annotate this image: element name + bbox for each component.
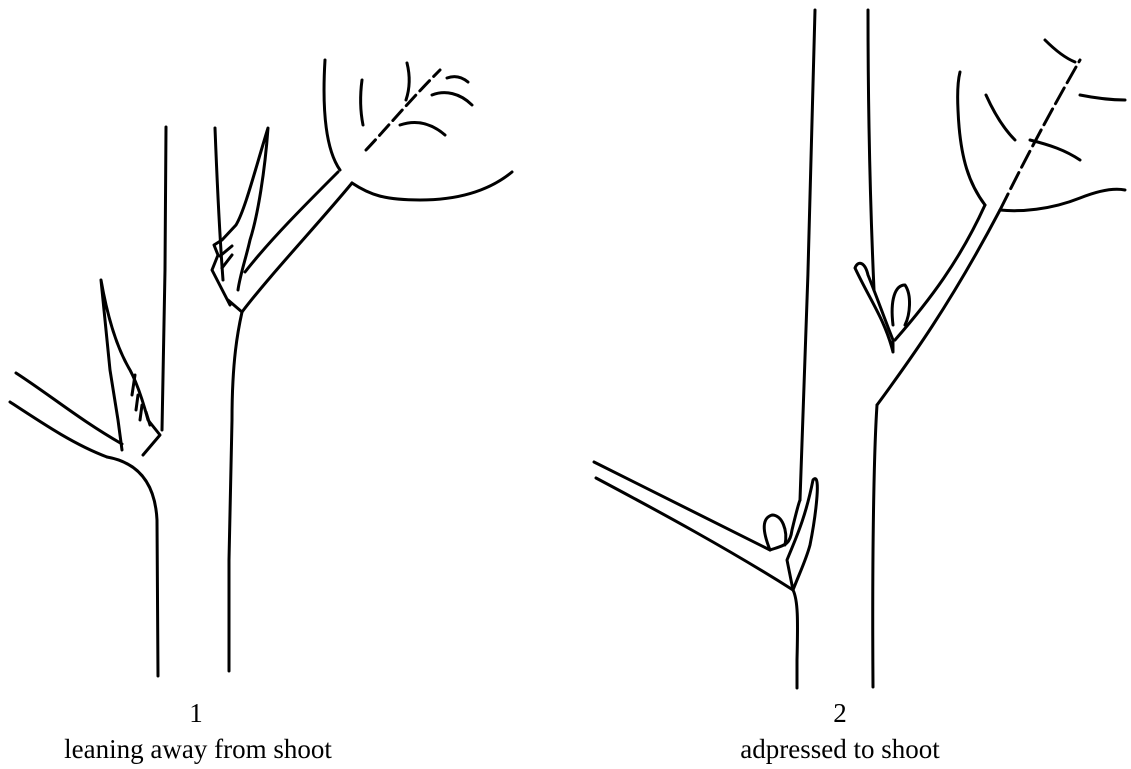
figure-1-number: 1 — [96, 698, 296, 728]
figure-2-caption: adpressed to shoot — [640, 734, 1040, 764]
fig2-leaf-blade — [958, 72, 1125, 211]
fig2-upper-bud — [892, 285, 909, 325]
fig1-leaf-vein-3 — [406, 63, 409, 100]
figure-1-drawing — [10, 60, 512, 676]
figure-1-caption: leaning away from shoot — [8, 734, 388, 764]
figure-2-number: 2 — [740, 698, 940, 728]
fig1-lower-branch-top — [16, 373, 122, 444]
fig1-lower-stem-left — [107, 457, 158, 676]
fig2-leaf-vein-3 — [1045, 40, 1075, 62]
fig2-lower-branch-bottom — [596, 478, 793, 590]
fig2-lower-stem-right — [873, 405, 877, 687]
fig1-leaf-blade — [324, 60, 512, 200]
figure-2-drawing — [594, 10, 1125, 688]
fig2-lower-stem-left — [793, 590, 798, 688]
fig2-lower-stipule — [770, 479, 817, 590]
fig1-leaf-vein-2 — [400, 122, 445, 135]
fig1-leaf-vein-4 — [432, 93, 472, 105]
fig2-main-stem-left — [800, 10, 815, 500]
fig2-leaf-vein-1 — [986, 95, 1015, 140]
fig1-main-stem-left — [162, 127, 166, 430]
fig1-lower-branch-bottom — [10, 402, 107, 457]
fig2-leaf-vein-4 — [1080, 95, 1125, 100]
fig2-lower-branch-top — [594, 462, 770, 550]
fig2-main-stem-right — [868, 10, 874, 290]
fig2-upper-branch-bottom — [877, 210, 1000, 405]
fig1-lower-stipule — [101, 280, 160, 455]
fig1-leaf-vein-5 — [447, 77, 468, 82]
fig1-lower-stem-right — [229, 312, 242, 671]
fig2-leaf-vein-2 — [1030, 140, 1080, 160]
fig1-leaf-vein-1 — [361, 80, 363, 125]
fig1-upper-branch-top — [245, 172, 338, 272]
fig1-leaf-midrib — [366, 70, 440, 150]
